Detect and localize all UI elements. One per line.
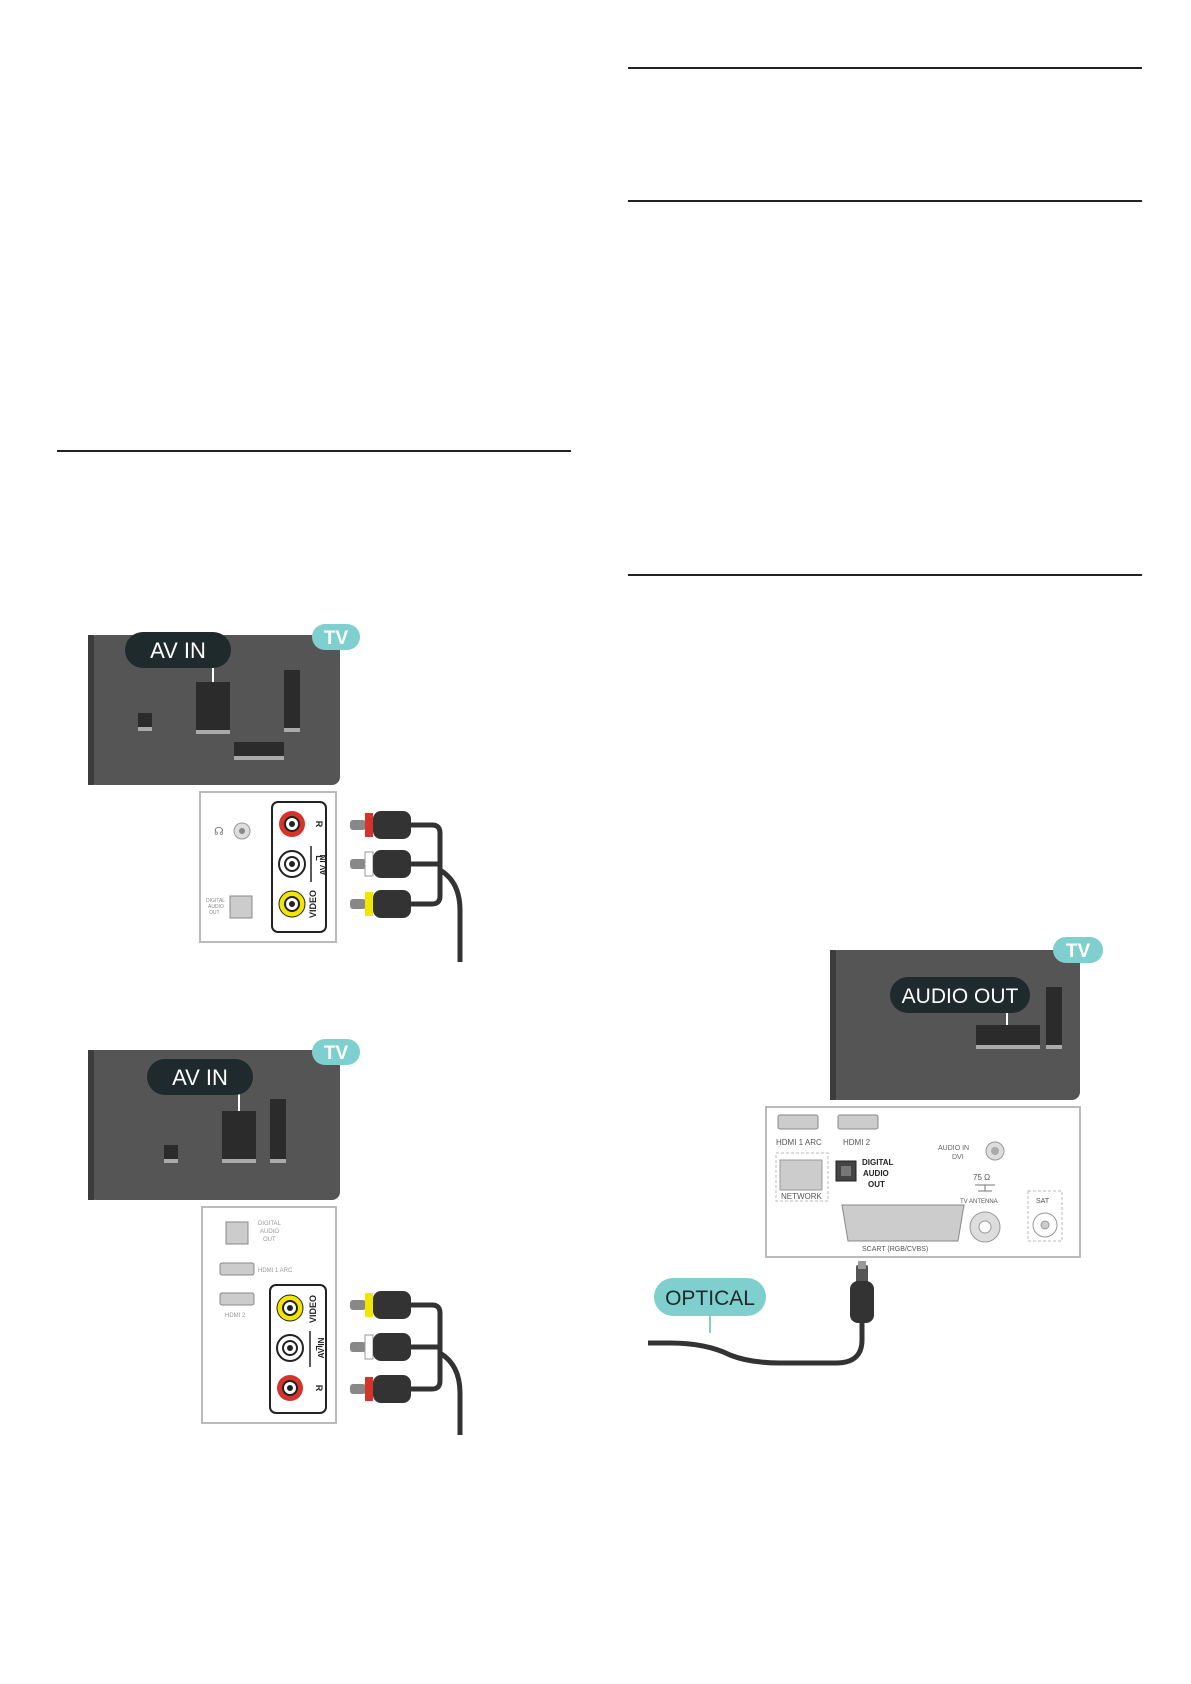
sat-label: SAT (1036, 1198, 1050, 1205)
tv-panel (830, 950, 1080, 1100)
port-label-video: VIDEO (308, 890, 318, 918)
port-label-video: VIDEO (308, 1295, 318, 1323)
av-in-callout: AV IN (147, 1059, 253, 1095)
optical-port (229, 895, 253, 919)
network-label: NETWORK (781, 1192, 823, 1201)
section-divider (628, 574, 1142, 576)
av-in-callout-label: AV IN (150, 638, 206, 663)
section-divider (628, 200, 1142, 202)
tv-badge: TV (312, 624, 360, 650)
digital-audio-out-label: DIGITAL AUDIO OUT (206, 898, 226, 916)
optical-callout-label: OPTICAL (665, 1287, 755, 1310)
hdmi1-label: HDMI 1 ARC (776, 1138, 822, 1147)
scart-port (841, 1204, 965, 1242)
audio-in-label: AUDIO IN DVI (938, 1145, 971, 1161)
section-divider (57, 450, 571, 452)
tv-badge-label: TV (324, 1043, 349, 1064)
av-in-connection-illustration-bottom: AV IN TV DIGITAL AUDIO OUT HDMI 1 ARC HD… (80, 1035, 480, 1445)
hdmi1-port (219, 1262, 255, 1276)
audio-out-callout-label: AUDIO OUT (902, 985, 1019, 1008)
hdmi2-port (219, 1292, 255, 1306)
tv-badge: TV (312, 1039, 360, 1065)
hdmi2-label: HDMI 2 (225, 1313, 246, 1319)
tv-badge: TV (1053, 937, 1103, 963)
av-in-callout: AV IN (125, 632, 231, 668)
rca-cable (350, 811, 463, 962)
optical-port (225, 1221, 249, 1245)
port-label-left: L (314, 855, 324, 861)
port-label-right: R (314, 821, 324, 828)
tv-badge-label: TV (324, 628, 349, 649)
network-port (779, 1159, 823, 1191)
section-divider (628, 67, 1142, 69)
rca-cable (350, 1291, 463, 1435)
hdmi1-port (777, 1114, 819, 1130)
port-label-av-in: AV IN (319, 854, 328, 875)
tv-panel-edge (88, 1050, 94, 1200)
digital-audio-out-label: DIGITAL AUDIO OUT (258, 1221, 282, 1243)
audio-out-callout: AUDIO OUT (890, 977, 1030, 1013)
port-label-right: R (314, 1385, 324, 1392)
scart-label: SCART (RGB/CVBS) (862, 1246, 928, 1253)
optical-cable (648, 1261, 874, 1366)
hdmi1-label: HDMI 1 ARC (258, 1268, 293, 1274)
port-label-av-in: AV IN (317, 1337, 326, 1358)
digital-audio-out-label: DIGITAL AUDIO OUT (862, 1158, 896, 1189)
optical-callout: OPTICAL (654, 1278, 766, 1333)
audio-out-optical-illustration: AUDIO OUT TV HDMI 1 ARC HDMI 2 AUDIO IN … (640, 935, 1110, 1375)
tv-badge-label: TV (1066, 941, 1091, 962)
hdmi2-label: HDMI 2 (843, 1138, 871, 1147)
tv-panel-edge (88, 635, 94, 785)
headphone-icon: ☊ (214, 826, 224, 838)
av-in-callout-label: AV IN (172, 1065, 228, 1090)
tv-antenna-label: TV ANTENNA (960, 1199, 998, 1205)
av-in-connection-illustration-top: AV IN TV ☊ DIGITAL AUDIO OUT R (80, 620, 480, 970)
port-label-left: L (314, 1345, 324, 1351)
tv-panel-edge (830, 950, 836, 1100)
hdmi2-port (837, 1114, 879, 1130)
ohm-label: 75 Ω (973, 1173, 990, 1182)
